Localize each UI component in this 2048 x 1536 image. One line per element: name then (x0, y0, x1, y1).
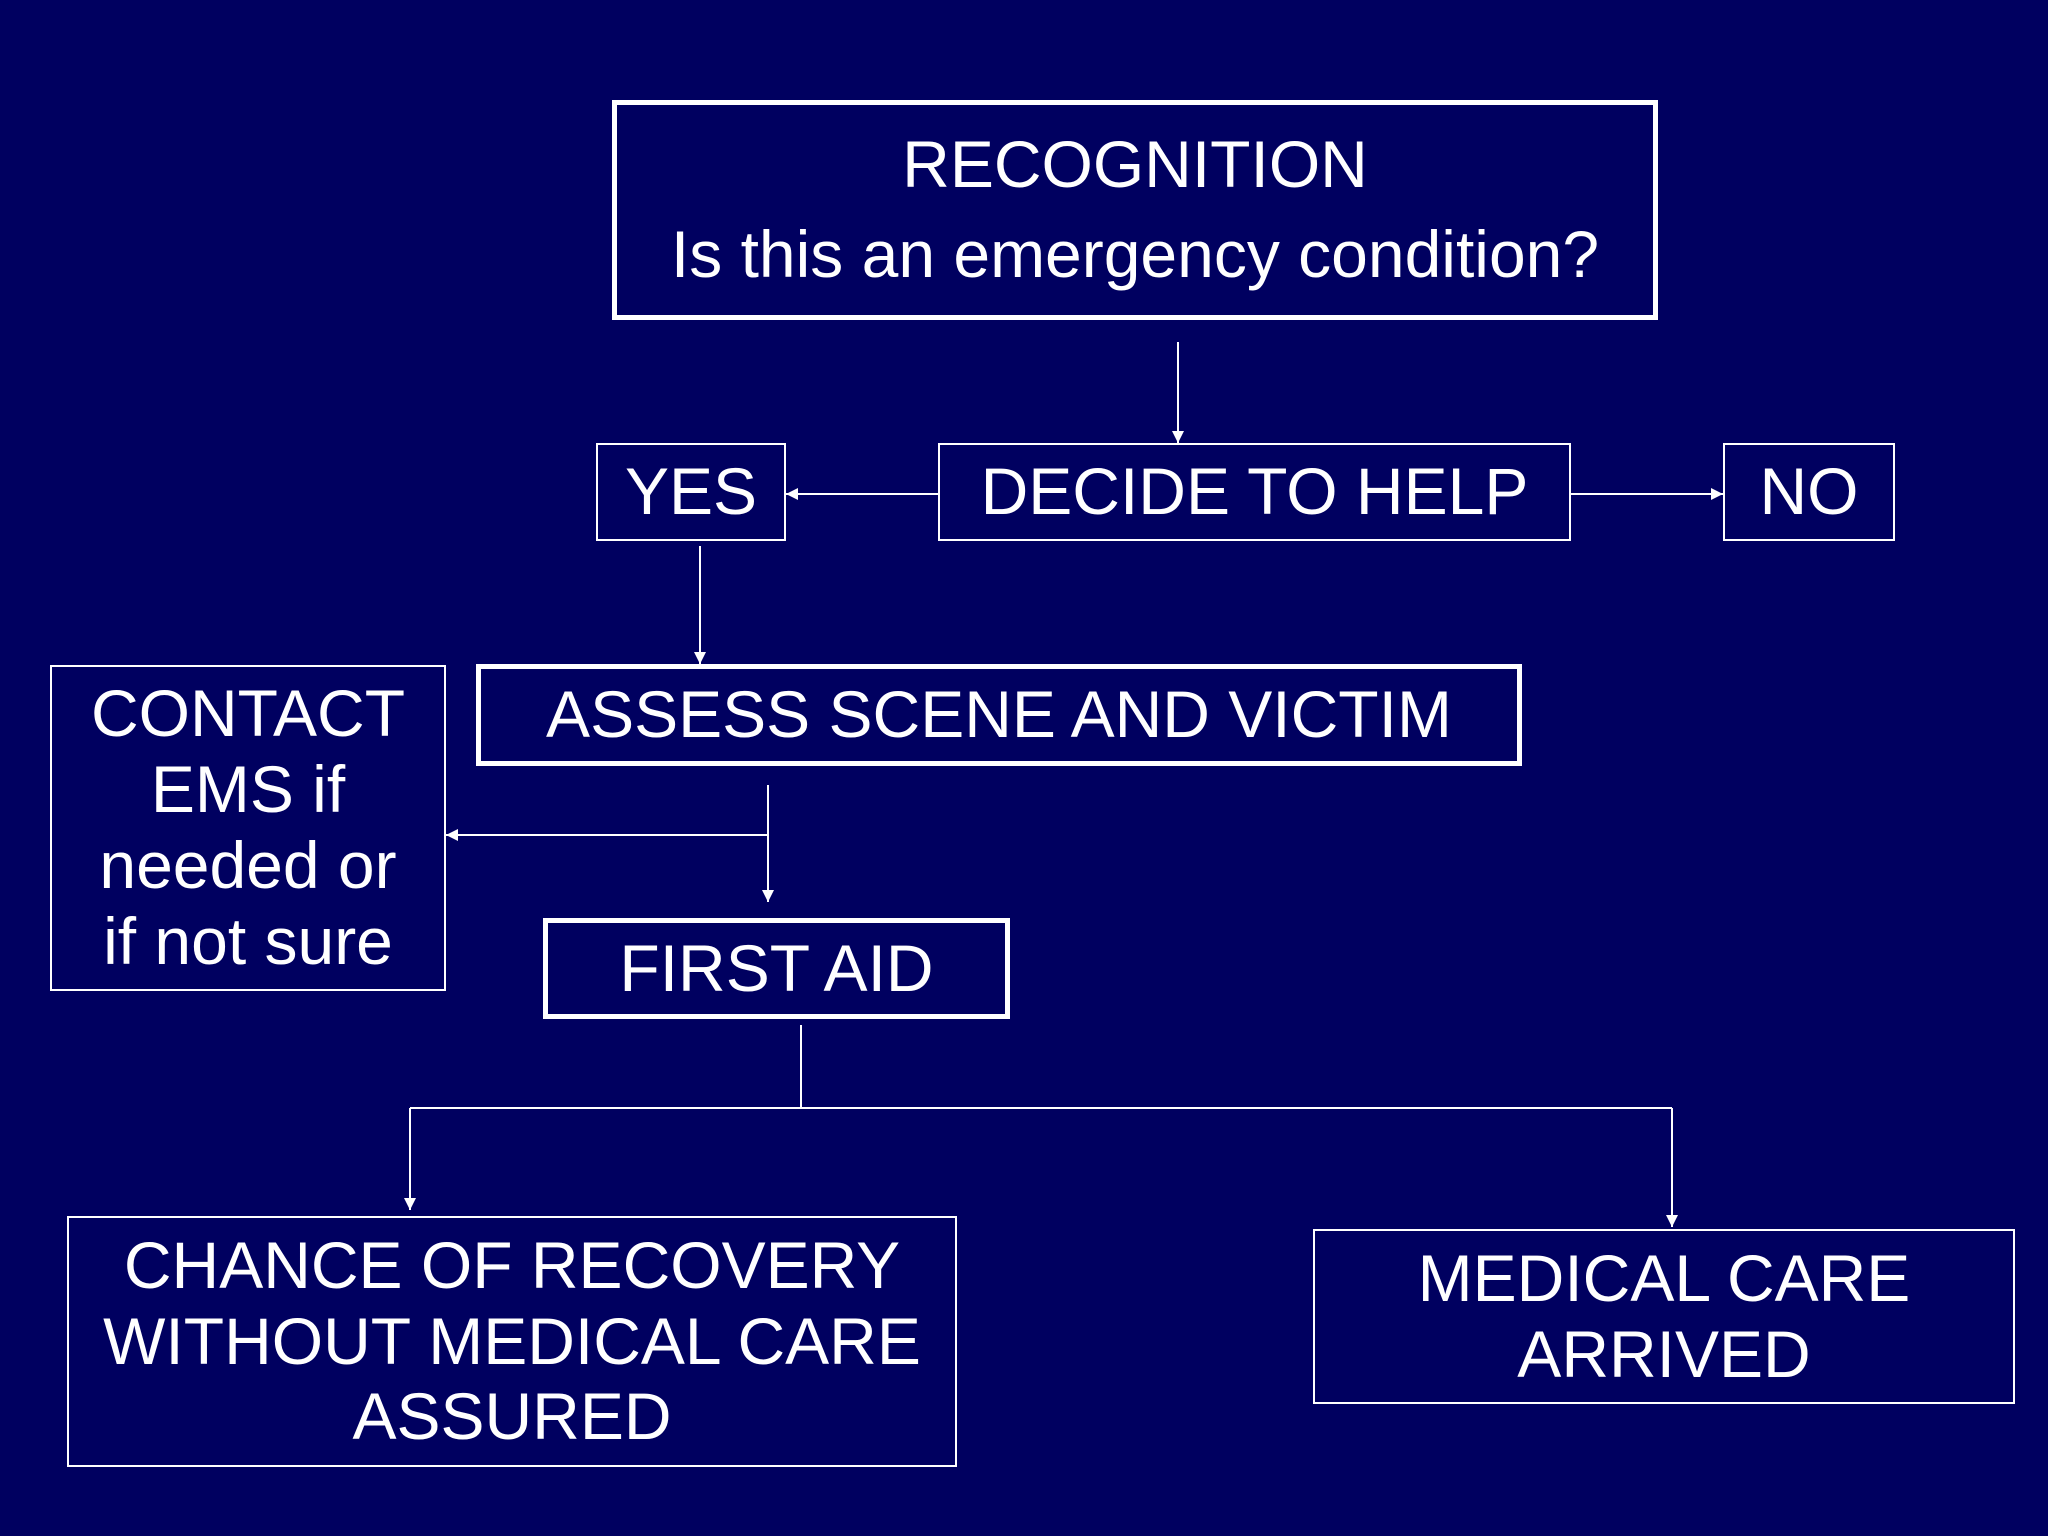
recovery-line-2: WITHOUT MEDICAL CARE (103, 1303, 921, 1378)
recovery-line-1: CHANCE OF RECOVERY (123, 1227, 901, 1302)
no-box: NO (1723, 443, 1895, 541)
assess-scene-label: ASSESS SCENE AND VICTIM (546, 677, 1452, 752)
first-aid-box: FIRST AID (543, 918, 1010, 1019)
contact-line-1: CONTACT (90, 676, 406, 751)
recovery-line-3: ASSURED (352, 1379, 672, 1454)
no-label: NO (1759, 454, 1859, 529)
medical-line-1: MEDICAL CARE (1417, 1240, 1911, 1315)
contact-ems-box: CONTACT EMS if needed or if not sure (50, 665, 446, 991)
contact-line-2: EMS if (150, 752, 346, 827)
yes-label: YES (624, 454, 758, 529)
first-aid-label: FIRST AID (619, 930, 934, 1005)
contact-line-3: needed or (99, 828, 397, 902)
assess-scene-box: ASSESS SCENE AND VICTIM (476, 664, 1522, 766)
recognition-title: RECOGNITION (902, 127, 1368, 202)
recognition-box: RECOGNITION Is this an emergency conditi… (612, 100, 1658, 320)
contact-line-4: if not sure (103, 903, 393, 978)
medical-line-2: ARRIVED (1517, 1316, 1811, 1391)
decide-to-help-box: DECIDE TO HELP (938, 443, 1571, 541)
recognition-question: Is this an emergency condition? (670, 217, 1600, 292)
yes-box: YES (596, 443, 786, 541)
decide-to-help-label: DECIDE TO HELP (980, 454, 1529, 529)
recovery-box: CHANCE OF RECOVERY WITHOUT MEDICAL CARE … (67, 1216, 957, 1467)
medical-care-box: MEDICAL CARE ARRIVED (1313, 1229, 2015, 1404)
